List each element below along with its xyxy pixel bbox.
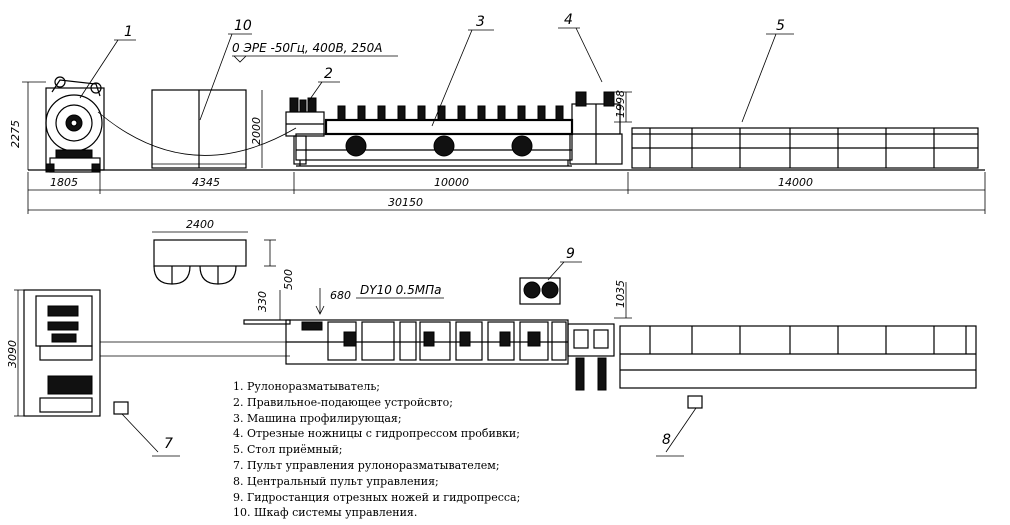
legend-item: 10. Шкаф системы управления. — [233, 506, 418, 520]
dim-10000: 10000 — [434, 176, 469, 189]
legend-item: 9. Гидростанция отрезных ножей и гидропр… — [233, 490, 521, 504]
straightener-elevation — [285, 97, 325, 165]
legend-item: 3. Машина профилирующая; — [233, 411, 402, 425]
hydraulic-station-plan: 9 — [519, 246, 582, 305]
dim-14000: 14000 — [778, 176, 813, 189]
roll-stands — [337, 105, 564, 121]
callout-4: 4 — [558, 12, 603, 83]
cutting-shears-plan: 1035 — [567, 280, 632, 391]
svg-text:3: 3 — [476, 14, 485, 30]
control-cabinet-plan: 2400 500 330 — [152, 218, 295, 320]
callout-2: 2 — [307, 66, 340, 103]
legend-item: 1. Рулоноразматыватель; — [233, 380, 381, 393]
receiving-table-plan — [619, 325, 977, 389]
dim-2400: 2400 — [186, 218, 214, 231]
elevation-dimensions: 2275 2000 1998 1805 4345 10000 14000 301… — [9, 81, 986, 214]
svg-text:1: 1 — [124, 24, 133, 40]
callout-9: 9 — [566, 246, 575, 262]
callout-3: 3 — [431, 14, 494, 127]
dim-3090: 3090 — [6, 340, 19, 368]
legend-item: 8. Центральный пульт управления; — [233, 474, 439, 488]
power-spec: 0 ЭРЕ -50Гц, 400В, 250А — [232, 41, 398, 63]
strip-loop — [97, 111, 297, 156]
power-spec-text: 0 ЭРЕ -50Гц, 400В, 250А — [232, 41, 382, 55]
legend-item: 7. Пульт управления рулоноразматывателем… — [233, 458, 500, 472]
control-cabinet-elevation — [151, 89, 247, 169]
callout-7: 7 — [164, 436, 173, 452]
uncoiler-plan: 3090 — [6, 289, 290, 417]
air-spec-text: DY10 0.5МПа — [360, 283, 441, 297]
dim-1805: 1805 — [50, 176, 78, 189]
roll-forming-machine-plan — [243, 319, 569, 365]
cutting-shears-elevation — [569, 91, 623, 165]
dim-1035: 1035 — [614, 280, 627, 308]
dim-4345: 4345 — [192, 176, 220, 189]
callout-10: 10 — [199, 18, 252, 121]
uncoiler-elevation — [45, 76, 105, 173]
svg-text:5: 5 — [776, 18, 785, 34]
callout-5: 5 — [741, 18, 794, 123]
svg-text:2: 2 — [324, 66, 333, 82]
dim-2000: 2000 — [250, 117, 263, 145]
roll-forming-machine-elevation — [295, 105, 574, 167]
legend-item: 5. Стол приёмный; — [233, 443, 343, 457]
dim-330: 330 — [256, 291, 269, 312]
dim-30150: 30150 — [388, 196, 423, 209]
legend-item: 2. Правильное-подающее устройсвто; — [233, 395, 453, 409]
legend-list: 1. Рулоноразматыватель; 2. Правильное-по… — [233, 379, 520, 521]
receiving-table-elevation — [631, 127, 979, 169]
drive-motors — [345, 135, 533, 157]
dim-2275: 2275 — [9, 120, 22, 148]
svg-text:10: 10 — [234, 18, 252, 34]
air-spec: 680 DY10 0.5МПа — [315, 283, 444, 315]
uncoiler-pendant-plan: 7 — [113, 401, 180, 457]
callout-1: 1 — [79, 24, 136, 99]
central-control-panel-plan: 8 — [656, 395, 703, 457]
dim-500: 500 — [282, 269, 295, 290]
legend-item: 4. Отрезные ножницы с гидропрессом проби… — [233, 427, 520, 441]
callout-8: 8 — [662, 432, 671, 448]
dim-680: 680 — [330, 289, 351, 302]
dim-1998: 1998 — [614, 90, 627, 118]
svg-text:4: 4 — [564, 12, 573, 28]
